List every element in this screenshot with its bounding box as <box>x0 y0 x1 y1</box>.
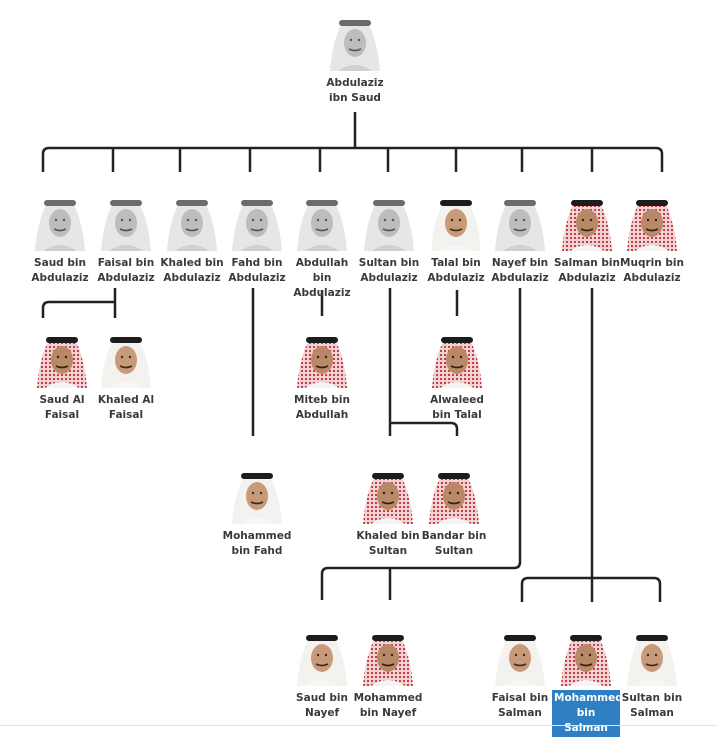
portrait-image <box>97 322 155 388</box>
person-name-highlighted: Mohammed bin Salman <box>552 690 623 737</box>
portrait-image <box>228 185 286 251</box>
connector-nayef <box>320 288 522 600</box>
portrait-image <box>293 185 351 251</box>
portrait-image <box>163 185 221 251</box>
connector-faisal <box>41 288 117 318</box>
person-name: Saud bin Nayef <box>296 692 348 719</box>
person-name: Bandar bin Sultan <box>421 530 487 557</box>
person-name: Muqrin bin Abdulaziz <box>620 257 684 284</box>
person-name: Talal bin Abdulaziz <box>427 257 485 284</box>
person-name: Khaled bin Abdulaziz <box>160 257 224 284</box>
person-name: Alwaleed bin Talal <box>430 394 484 421</box>
person-name: Salman bin Abdulaziz <box>554 257 620 284</box>
person-talal-bin-abdulaziz: Talal bin Abdulaziz <box>418 185 494 287</box>
connector-sons-drops <box>111 148 594 172</box>
portrait-image <box>360 185 418 251</box>
person-name: Nayef bin Abdulaziz <box>491 257 549 284</box>
portrait-image <box>425 458 483 524</box>
portrait-image <box>293 322 351 388</box>
connector-sons-bar <box>41 146 664 172</box>
portrait-image <box>428 322 486 388</box>
person-faisal-bin-abdulaziz: Faisal bin Abdulaziz <box>88 185 164 287</box>
person-name: Abdulaziz ibn Saud <box>326 77 384 104</box>
person-khaled-bin-sultan: Khaled bin Sultan <box>350 458 426 560</box>
person-mohammed-bin-salman: Mohammed bin Salman <box>548 620 624 737</box>
person-abdullah-bin-abdulaziz: Abdullah bin Abdulaziz <box>284 185 360 302</box>
person-name: Khaled bin Sultan <box>356 530 420 557</box>
person-miteb-bin-abdullah: Miteb bin Abdullah <box>284 322 360 424</box>
portrait-image <box>359 620 417 686</box>
person-name: Faisal bin Salman <box>491 692 549 719</box>
person-name: Sultan bin Salman <box>621 692 683 719</box>
person-saud-bin-abdulaziz: Saud bin Abdulaziz <box>22 185 98 287</box>
person-fahd-bin-abdulaziz: Fahd bin Abdulaziz <box>219 185 295 287</box>
person-name: Miteb bin Abdullah <box>294 394 350 421</box>
person-name: Khaled Al Faisal <box>97 394 155 421</box>
portrait-image <box>326 5 384 71</box>
portrait-image <box>359 458 417 524</box>
person-khaled-al-faisal: Khaled Al Faisal <box>88 322 164 424</box>
portrait-image <box>557 620 615 686</box>
person-khaled-bin-abdulaziz: Khaled bin Abdulaziz <box>154 185 230 287</box>
person-muqrin-bin-abdulaziz: Muqrin bin Abdulaziz <box>614 185 690 287</box>
person-salman-bin-abdulaziz: Salman bin Abdulaziz <box>549 185 625 287</box>
portrait-image <box>293 620 351 686</box>
portrait-image <box>558 185 616 251</box>
person-mohammed-bin-fahd: Mohammed bin Fahd <box>219 458 295 560</box>
person-sultan-bin-abdulaziz: Sultan bin Abdulaziz <box>351 185 427 287</box>
connector-salman <box>520 288 662 602</box>
person-name: Faisal bin Abdulaziz <box>97 257 155 284</box>
portrait-image <box>623 620 681 686</box>
person-name: Saud bin Abdulaziz <box>31 257 89 284</box>
person-name: Sultan bin Abdulaziz <box>358 257 420 284</box>
person-mohammed-bin-nayef: Mohammed bin Nayef <box>350 620 426 722</box>
person-root: Abdulaziz ibn Saud <box>317 5 393 107</box>
portrait-image <box>491 620 549 686</box>
portrait-image <box>33 322 91 388</box>
person-saud-bin-nayef: Saud bin Nayef <box>284 620 360 722</box>
person-faisal-bin-salman: Faisal bin Salman <box>482 620 558 722</box>
portrait-image <box>97 185 155 251</box>
portrait-image <box>623 185 681 251</box>
person-sultan-bin-salman: Sultan bin Salman <box>614 620 690 722</box>
portrait-image <box>427 185 485 251</box>
portrait-image <box>228 458 286 524</box>
divider <box>0 725 717 726</box>
person-bandar-bin-sultan: Bandar bin Sultan <box>416 458 492 560</box>
connector-sultan <box>388 288 459 436</box>
person-nayef-bin-abdulaziz: Nayef bin Abdulaziz <box>482 185 558 287</box>
person-name: Abdullah bin Abdulaziz <box>293 257 351 299</box>
person-name: Mohammed bin Nayef <box>353 692 423 719</box>
person-alwaleed-bin-talal: Alwaleed bin Talal <box>419 322 495 424</box>
person-saud-al-faisal: Saud Al Faisal <box>24 322 100 424</box>
person-name: Saud Al Faisal <box>39 394 85 421</box>
person-name: Mohammed bin Fahd <box>222 530 292 557</box>
person-name: Fahd bin Abdulaziz <box>228 257 286 284</box>
portrait-image <box>491 185 549 251</box>
portrait-image <box>31 185 89 251</box>
